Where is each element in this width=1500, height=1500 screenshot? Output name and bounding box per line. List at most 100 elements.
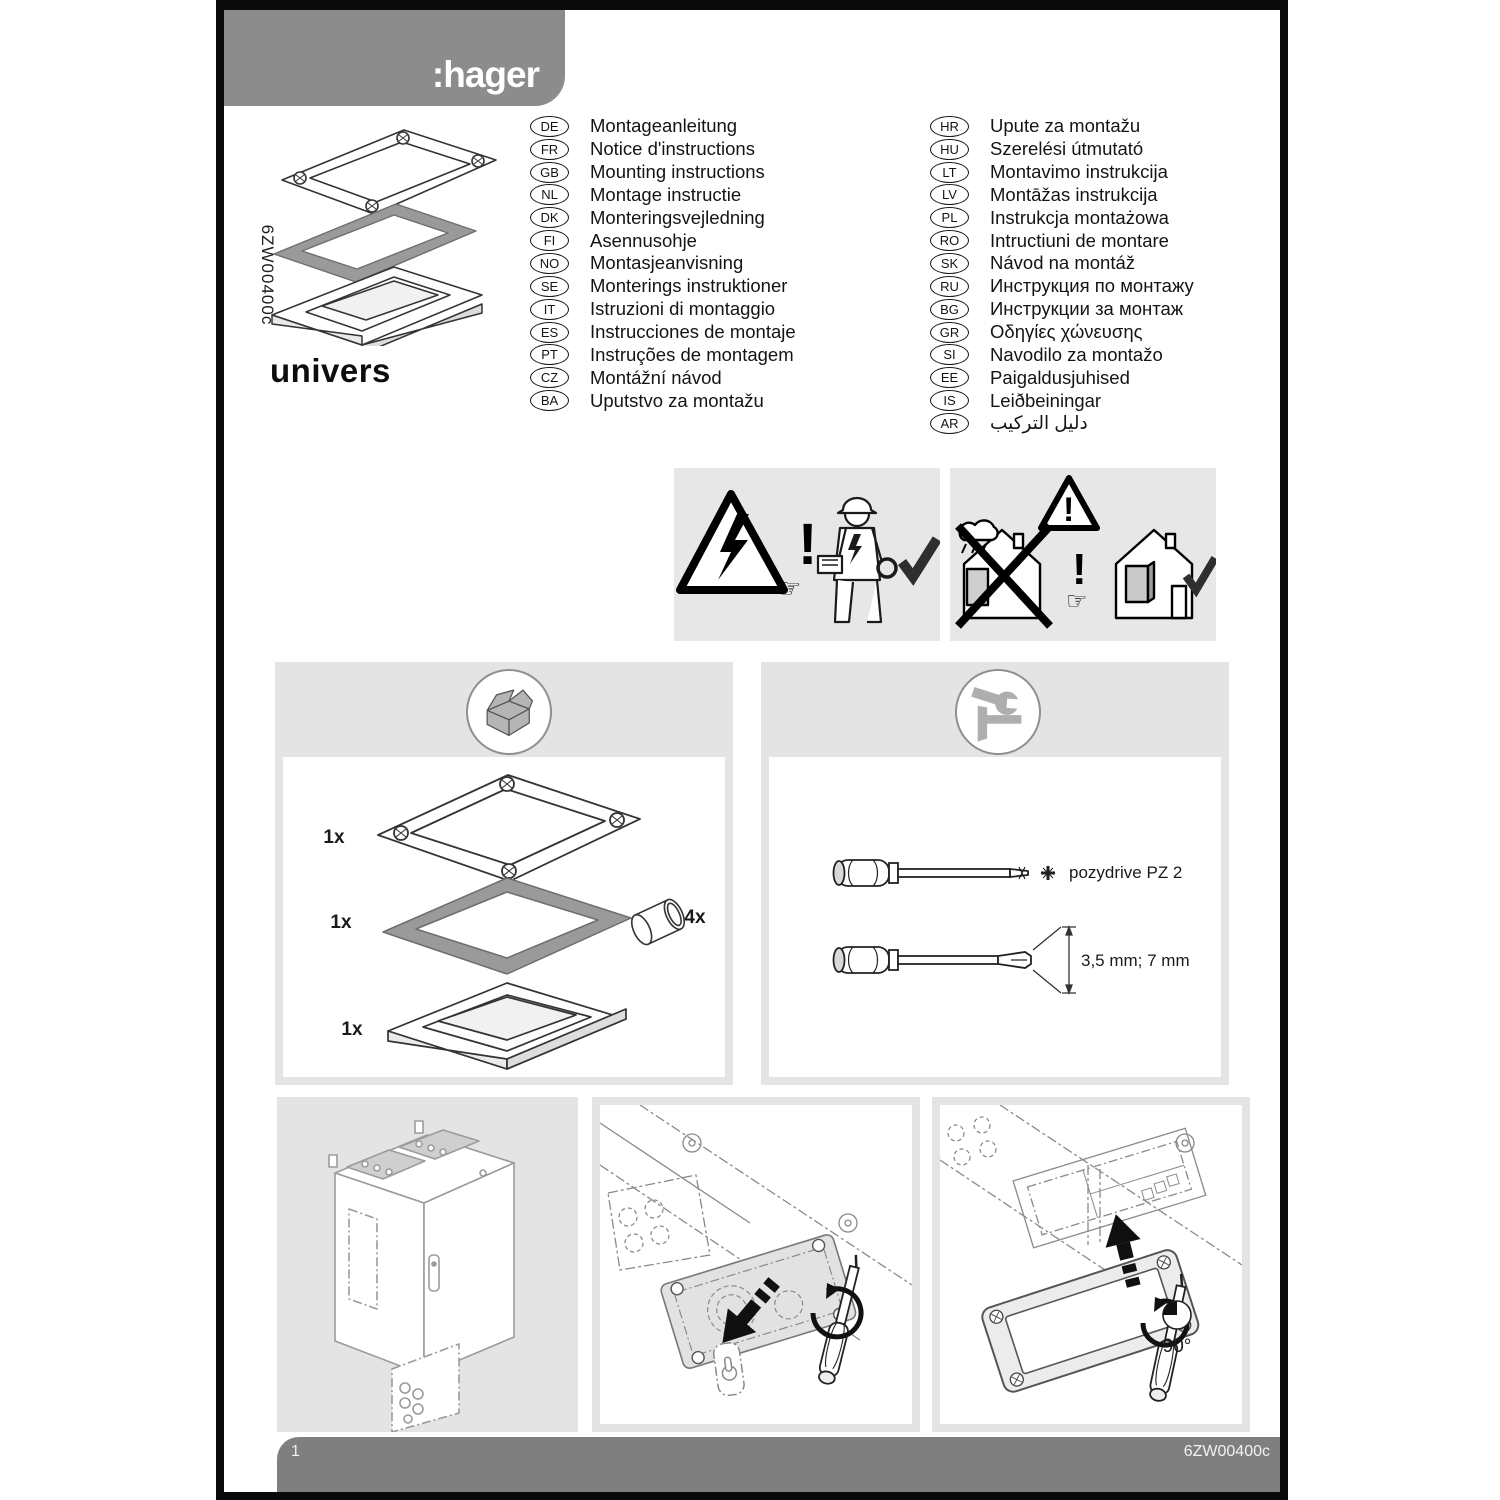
lang-code-badge: DE bbox=[530, 115, 569, 137]
lang-code-badge: CZ bbox=[530, 367, 569, 389]
contents-panel-inner bbox=[283, 757, 725, 1077]
side-product-code: 6ZW00400c bbox=[258, 224, 277, 326]
lang-code-badge: DK bbox=[530, 207, 569, 229]
open-box-icon bbox=[466, 669, 552, 755]
pozidriv-symbol bbox=[1041, 866, 1055, 880]
lang-code-badge: IS bbox=[930, 390, 969, 412]
paper: :hager 6ZW00400c bbox=[224, 10, 1280, 1492]
product-exploded-illustration bbox=[271, 129, 497, 346]
tools-panel-inner bbox=[769, 757, 1221, 1077]
lang-code-badge: NL bbox=[530, 184, 569, 206]
fit-frame-illustration bbox=[940, 1105, 1242, 1402]
document-page: :hager 6ZW00400c bbox=[216, 0, 1288, 1500]
lang-code-badge: PT bbox=[530, 344, 569, 366]
electrical-hazard-icon: ! ☞ bbox=[676, 490, 940, 624]
tool-label-pozidriv: pozydrive PZ 2 bbox=[1069, 863, 1183, 882]
lang-code-badge: RO bbox=[930, 230, 969, 252]
lang-code-badge: SI bbox=[930, 344, 969, 366]
step3-fit-frame-panel bbox=[932, 1097, 1250, 1432]
tools-icon bbox=[955, 669, 1041, 755]
hager-logo: :hager bbox=[431, 54, 540, 95]
svg-text:!: ! bbox=[1072, 545, 1087, 594]
lang-code-badge: FR bbox=[530, 138, 569, 160]
lang-code-badge: LT bbox=[930, 161, 969, 183]
warning-electrician-panel: ! ☞ bbox=[674, 468, 940, 641]
dimension-callout bbox=[1032, 925, 1076, 995]
quarter-turn-label: 90° bbox=[1162, 1336, 1192, 1357]
svg-text:!: ! bbox=[1063, 491, 1074, 529]
lang-code-badge: NO bbox=[530, 252, 569, 274]
page-title: univers bbox=[270, 352, 391, 389]
checkmark-icon bbox=[897, 536, 940, 586]
lang-code-badge: IT bbox=[530, 298, 569, 320]
remove-plate-illustration bbox=[600, 1105, 912, 1397]
warning-indoor-use-panel: ! ! ☞ bbox=[950, 468, 1216, 641]
enclosure-illustration bbox=[328, 1120, 515, 1432]
svg-text:!: ! bbox=[798, 512, 817, 577]
quarter-turn-icon bbox=[1162, 1300, 1192, 1330]
footer-bar: 1 6ZW00400c bbox=[277, 1437, 1280, 1492]
lang-code-badge: ES bbox=[530, 321, 569, 343]
lang-code-badge: SE bbox=[530, 275, 569, 297]
lang-code-badge: FI bbox=[530, 230, 569, 252]
rotation-arrow bbox=[810, 1286, 864, 1340]
qty-cover-frame: 1x bbox=[323, 827, 345, 848]
lang-code-badge: LV bbox=[930, 184, 969, 206]
qty-base-unit: 1x bbox=[341, 1019, 363, 1040]
lang-code-badge: PL bbox=[930, 207, 969, 229]
qty-gasket: 1x bbox=[330, 912, 352, 933]
header-brand-block: :hager bbox=[224, 10, 565, 106]
lang-code-badge: EE bbox=[930, 367, 969, 389]
lang-code-badge: HR bbox=[930, 115, 969, 137]
tool-label-flat: 3,5 mm; 7 mm bbox=[1081, 951, 1190, 970]
step2-remove-plate-panel bbox=[592, 1097, 920, 1432]
step1-enclosure-panel bbox=[277, 1097, 578, 1432]
lang-code-badge: GB bbox=[530, 161, 569, 183]
lang-code-badge: HU bbox=[930, 138, 969, 160]
footer-page-number: 1 bbox=[291, 1443, 300, 1460]
screwdrivers-illustration bbox=[832, 859, 1076, 995]
lang-code-badge: BA bbox=[530, 390, 569, 412]
lang-code-badge: SK bbox=[930, 252, 969, 274]
svg-text:☞: ☞ bbox=[1066, 587, 1088, 615]
contents-panel bbox=[275, 662, 733, 1085]
svg-text:☞: ☞ bbox=[778, 574, 801, 604]
lang-code-badge: AR bbox=[930, 412, 969, 434]
qty-sleeve: 4x bbox=[684, 907, 706, 928]
tools-panel bbox=[761, 662, 1229, 1085]
lang-code-badge: BG bbox=[930, 298, 969, 320]
contents-exploded-illustration bbox=[377, 774, 686, 1070]
footer-doc-code: 6ZW00400c bbox=[1183, 1443, 1270, 1460]
lang-code-badge: GR bbox=[930, 321, 969, 343]
checkmark-icon bbox=[1182, 555, 1216, 598]
lang-code-badge: RU bbox=[930, 275, 969, 297]
